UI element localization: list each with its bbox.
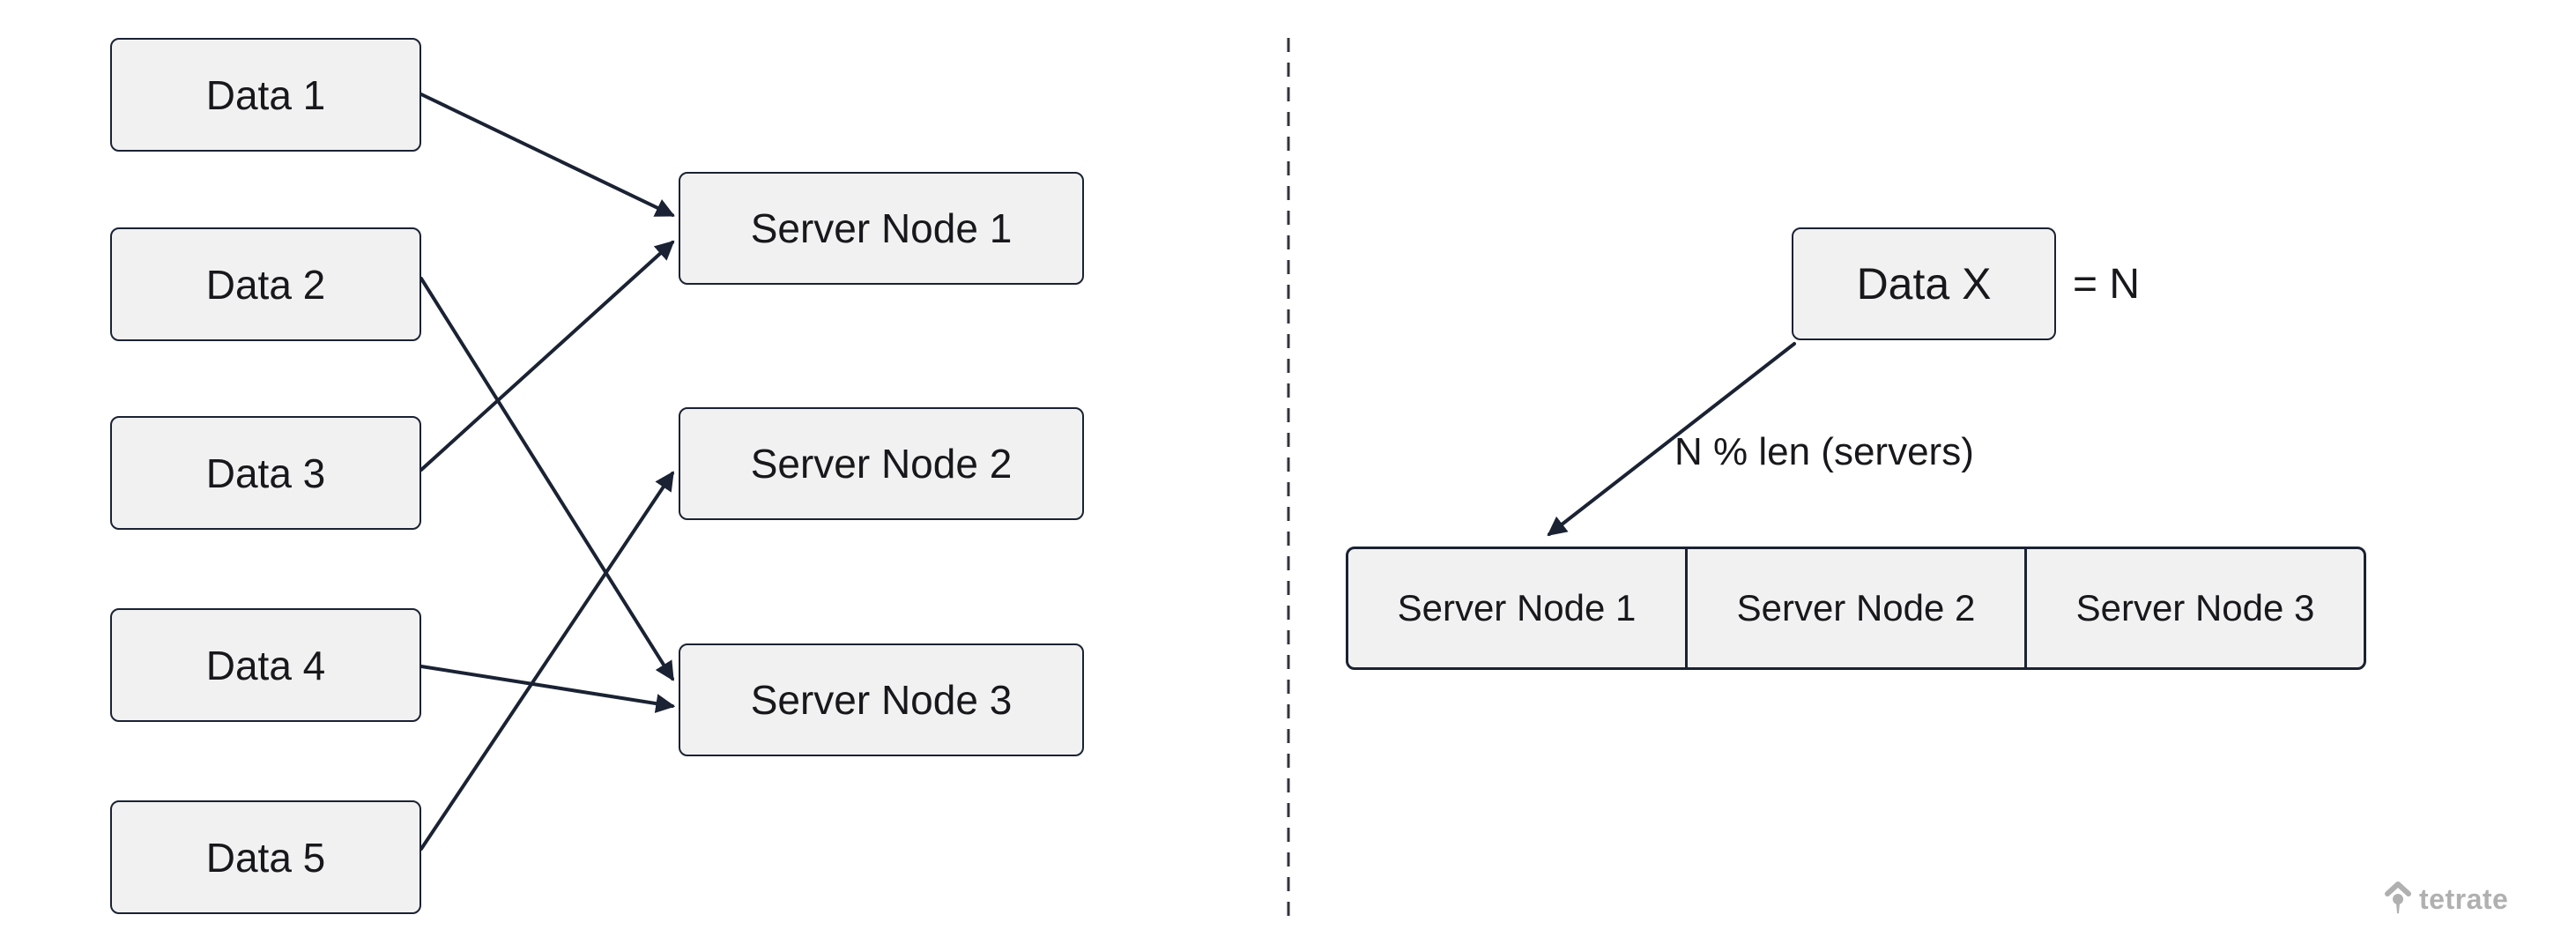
arrow-data2-to-server-node3 (419, 277, 674, 681)
server-row: Server Node 1 Server Node 2 Server Node … (1346, 547, 2366, 670)
data-node-4-label: Data 4 (205, 642, 326, 688)
tetrate-logo: tetrate (2385, 881, 2508, 917)
server-row-cell-2: Server Node 2 (1685, 549, 2024, 667)
data-node-3-label: Data 3 (205, 450, 326, 496)
server-node-1-label: Server Node 1 (750, 205, 1013, 251)
server-row-cell-3-label: Server Node 3 (2075, 587, 2315, 628)
arrow-data5-to-server-node2 (419, 471, 674, 851)
tetrate-logo-text: tetrate (2419, 882, 2509, 915)
data-x-node-label: Data X (1856, 259, 1992, 309)
data-x-node: Data X (1792, 227, 2056, 340)
server-node-3-label: Server Node 3 (750, 677, 1013, 723)
server-node-2-label: Server Node 2 (750, 441, 1013, 487)
arrow-data3-to-server-node1 (419, 240, 675, 472)
arrow-data4-to-server-node3 (419, 665, 676, 713)
tetrate-logo-icon (2385, 881, 2411, 914)
modulo-formula-label: N % len (servers) (1674, 430, 1974, 473)
data-node-5-label: Data 5 (205, 834, 326, 881)
data-node-1: Data 1 (110, 38, 421, 152)
server-node-1: Server Node 1 (679, 172, 1084, 285)
equals-n-label: = N (2073, 260, 2141, 308)
server-node-2: Server Node 2 (679, 407, 1084, 520)
data-node-3: Data 3 (110, 416, 421, 530)
server-row-cell-2-label: Server Node 2 (1736, 587, 1976, 628)
data-node-2-label: Data 2 (205, 261, 326, 308)
data-node-2: Data 2 (110, 227, 421, 341)
server-row-cell-1: Server Node 1 (1348, 549, 1685, 667)
data-node-4: Data 4 (110, 608, 421, 722)
arrow-datax-to-server-row (1547, 342, 1796, 537)
arrow-data1-to-server-node1 (419, 93, 675, 217)
server-node-3: Server Node 3 (679, 643, 1084, 756)
server-row-cell-3: Server Node 3 (2024, 549, 2364, 667)
data-node-5: Data 5 (110, 800, 421, 914)
server-row-cell-1-label: Server Node 1 (1397, 587, 1637, 628)
data-node-1-label: Data 1 (205, 71, 326, 118)
